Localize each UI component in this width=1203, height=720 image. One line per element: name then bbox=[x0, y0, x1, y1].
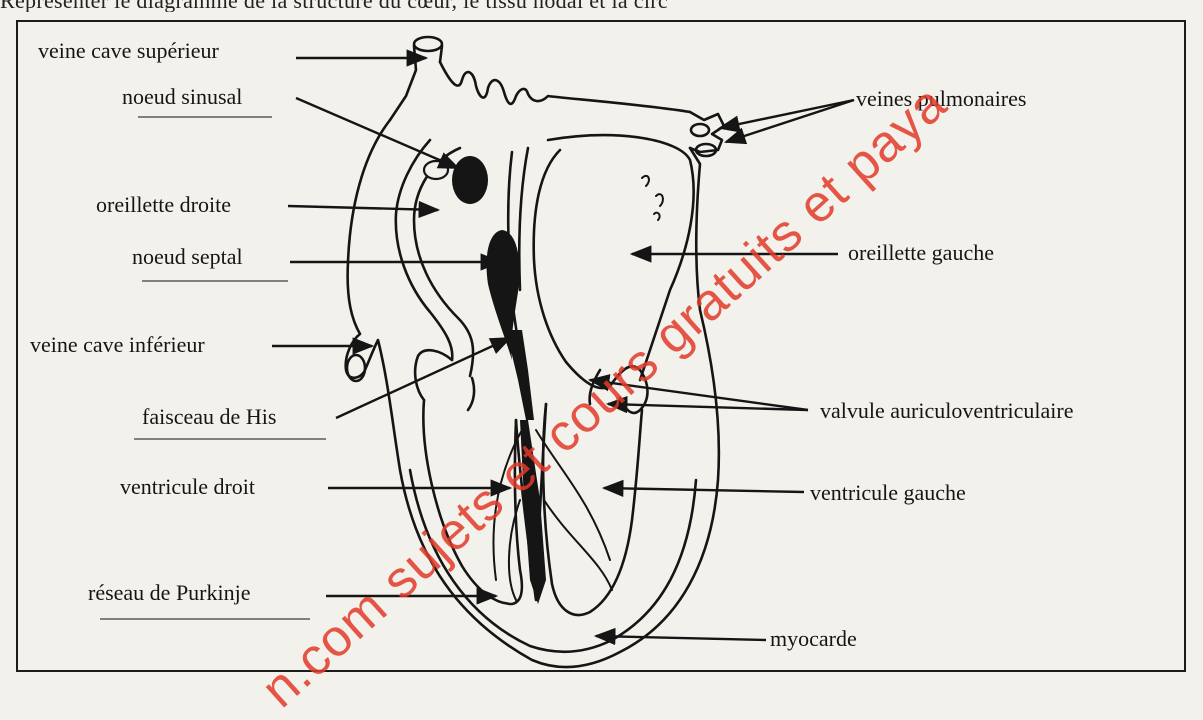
arrow-noeud-sinusal bbox=[296, 98, 458, 168]
label-veine-cave-inferieur: veine cave inférieur bbox=[30, 332, 205, 358]
right-av-valve bbox=[415, 350, 452, 400]
underline-noeud-sinusal bbox=[138, 116, 272, 118]
label-myocarde: myocarde bbox=[770, 626, 857, 652]
bundle-of-his bbox=[506, 330, 534, 420]
left-atrium-wall bbox=[534, 150, 610, 388]
label-faisceau-de-his: faisceau de His bbox=[142, 404, 276, 430]
label-reseau-de-purkinje: réseau de Purkinje bbox=[88, 580, 251, 606]
label-oreillette-droite: oreillette droite bbox=[96, 192, 231, 218]
label-veine-cave-superieur: veine cave supérieur bbox=[38, 38, 219, 64]
label-noeud-septal: noeud septal bbox=[132, 244, 243, 270]
label-ventricule-gauche: ventricule gauche bbox=[810, 480, 966, 506]
arrow-veines-pulmonaires-1 bbox=[720, 100, 854, 128]
label-valvule-auriculoventriculaire: valvule auriculoventriculaire bbox=[820, 398, 1074, 424]
sinoatrial-node bbox=[452, 156, 488, 204]
label-noeud-sinusal: noeud sinusal bbox=[122, 84, 242, 110]
septum-left-edge bbox=[519, 148, 528, 290]
underline-faisceau-de-his bbox=[134, 438, 326, 440]
superior-vena-cava-opening bbox=[414, 37, 442, 51]
underline-noeud-septal bbox=[142, 280, 288, 282]
underline-reseau-de-purkinje bbox=[100, 618, 310, 620]
label-ventricule-droit: ventricule droit bbox=[120, 474, 255, 500]
arrow-myocarde bbox=[596, 636, 766, 640]
great-vessels bbox=[440, 62, 690, 112]
label-oreillette-gauche: oreillette gauche bbox=[848, 240, 994, 266]
arrow-veines-pulmonaires-2 bbox=[726, 100, 854, 142]
